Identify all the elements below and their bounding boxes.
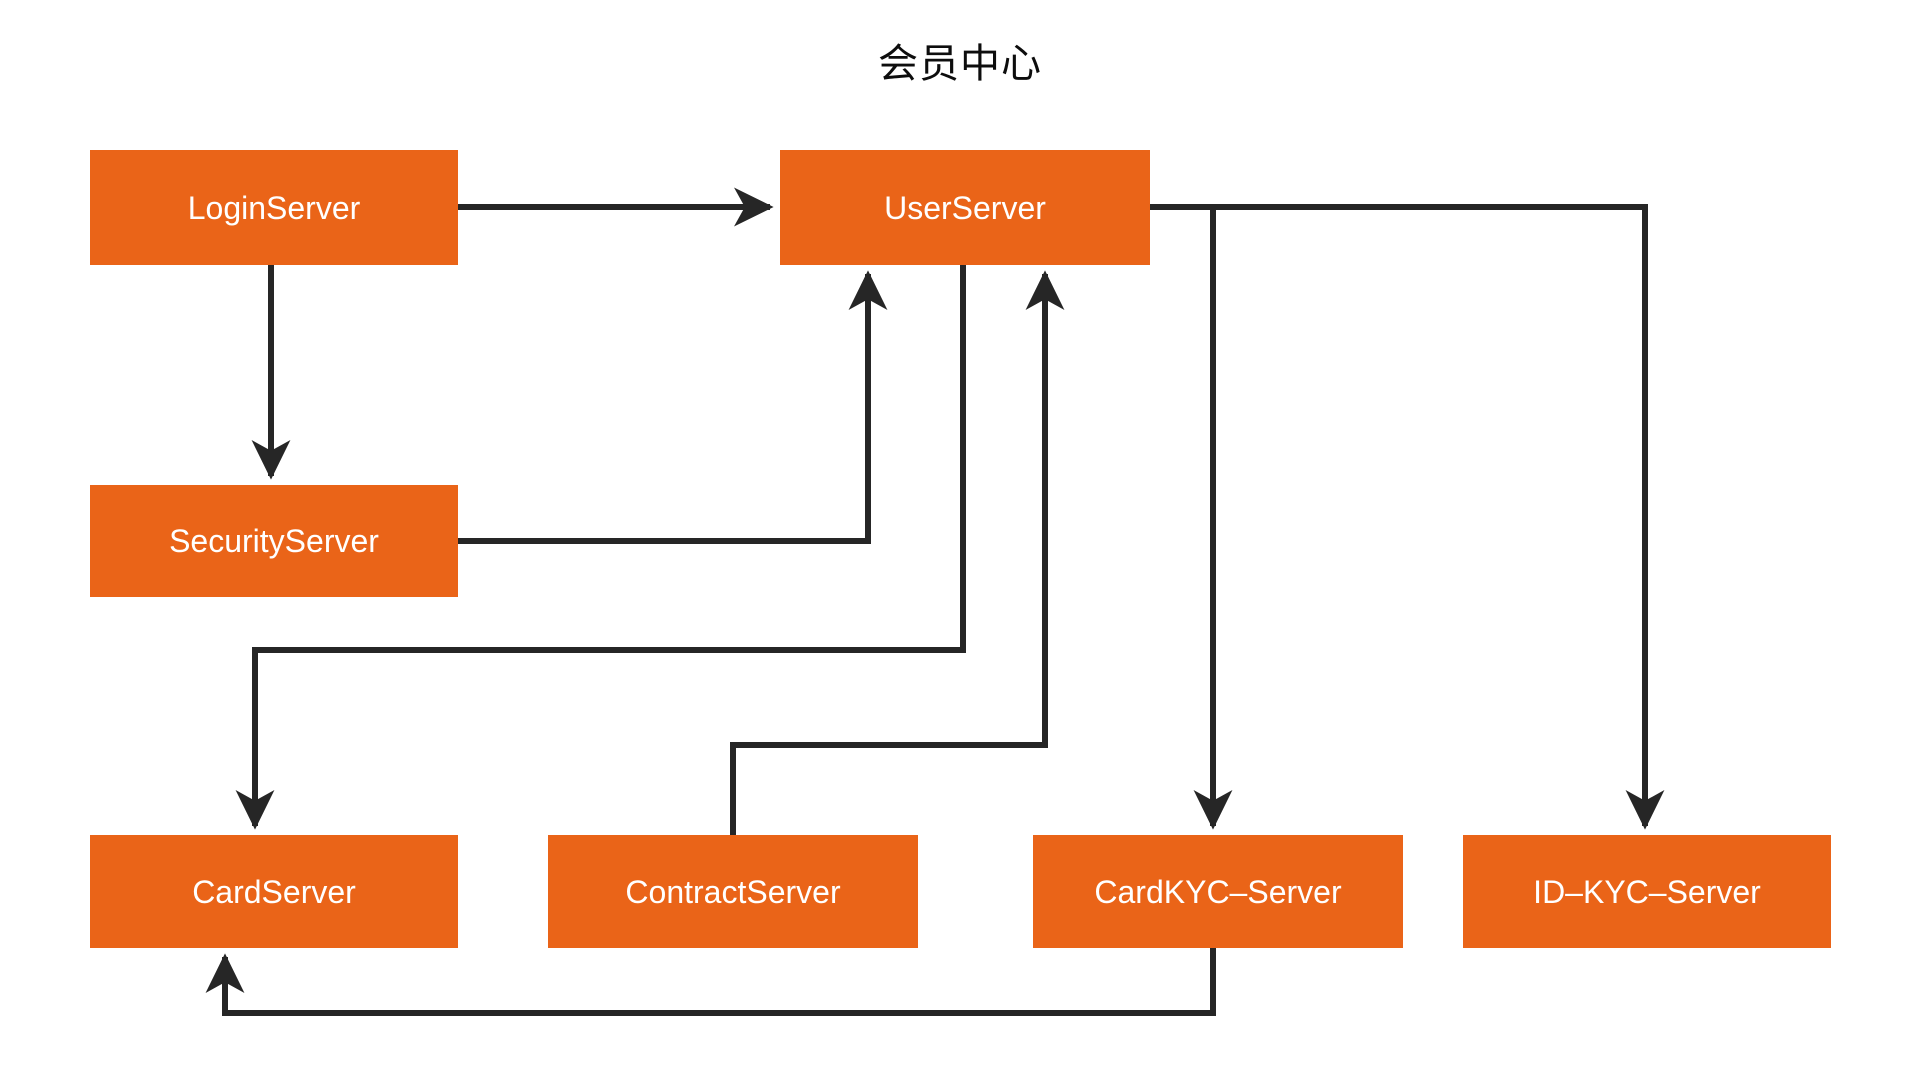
edge-security-to-user <box>458 270 888 544</box>
node-user-server[interactable]: UserServer <box>780 150 1150 265</box>
node-label: ID–KYC–Server <box>1533 873 1761 910</box>
edge-user-to-cardkyc <box>1150 204 1233 830</box>
node-label: ContractServer <box>625 873 841 910</box>
node-login-server[interactable]: LoginServer <box>90 150 458 265</box>
node-label: CardKYC–Server <box>1094 873 1342 910</box>
node-idkyc-server[interactable]: ID–KYC–Server <box>1463 835 1831 948</box>
node-card-server[interactable]: CardServer <box>90 835 458 948</box>
edge-user-to-idkyc <box>1150 204 1665 830</box>
page-title: 会员中心 <box>878 42 1042 86</box>
node-security-server[interactable]: SecurityServer <box>90 485 458 597</box>
edge-contract-to-user <box>730 270 1065 835</box>
node-label: CardServer <box>192 873 356 910</box>
edge-cardkyc-to-card <box>205 948 1216 1016</box>
edge-user-to-card <box>235 265 966 830</box>
node-label: UserServer <box>884 189 1046 226</box>
node-label: SecurityServer <box>169 523 379 559</box>
node-label: LoginServer <box>187 189 361 226</box>
node-cardkyc-server[interactable]: CardKYC–Server <box>1033 835 1403 948</box>
node-contract-server[interactable]: ContractServer <box>548 835 918 948</box>
